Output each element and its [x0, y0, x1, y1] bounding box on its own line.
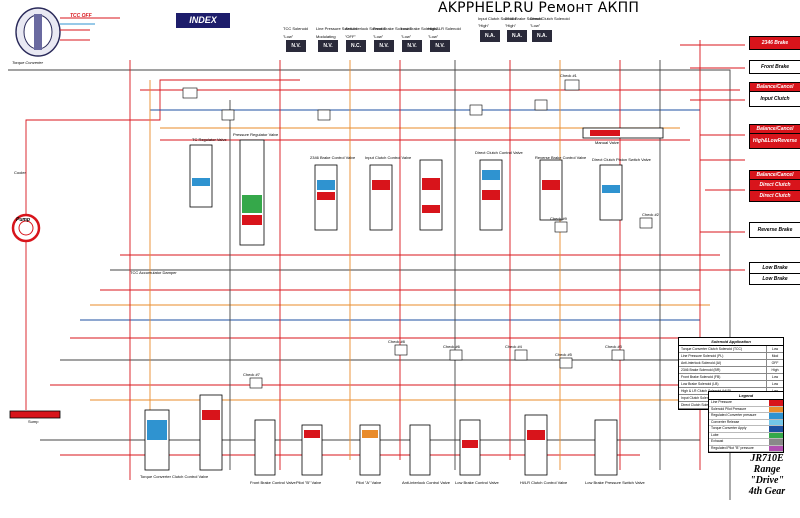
gear-range-label: Range	[753, 464, 781, 475]
solenoid-mode-4: "Low"	[401, 34, 412, 39]
sump-label: Sump	[28, 419, 39, 424]
table-row: Torque Converter Clutch Solenoid (TCC)Lo…	[679, 346, 783, 353]
check-3-label: Check #3	[605, 344, 622, 349]
solenoid-mode-8: "Low"	[530, 23, 541, 28]
manual-valve-label: Manual Valve	[595, 140, 619, 145]
solenoid-mode-7: "High"	[505, 23, 517, 28]
check-balls	[182, 79, 653, 389]
component-2346-brake: 2346 Brake	[749, 36, 800, 50]
table-row: Low Brake Solenoid (LB)Low	[679, 381, 783, 388]
front-brake-control-label: Front Brake Control Valve	[250, 480, 296, 485]
input-clutch-control-label: Input Clutch Control Valve	[365, 155, 412, 160]
table-row: Line Pressure Solenoid (PL)Mod	[679, 353, 783, 360]
legend-row: Line Pressure	[709, 400, 783, 407]
torque-converter-icon	[15, 7, 61, 57]
site-title: AKPPHELP.RU Ремонт АКПП	[438, 0, 640, 16]
legend-title: Legend	[709, 392, 783, 400]
tcc-control-label: Torque Converter Clutch Control Valve	[140, 474, 209, 479]
solenoid-name-8: Direct Clutch Solenoid	[530, 16, 570, 21]
hlr-control-label: Hi/LR Clutch Control Valve	[520, 480, 568, 485]
component-low-brake-small: Low Brake	[749, 273, 800, 285]
tcc-damper-label: TCC Accumulator Damper	[130, 270, 177, 275]
component-input-clutch: Input Clutch	[749, 91, 800, 107]
low-brake-pressure-label: Low Brake Pressure Switch Valve	[585, 480, 645, 485]
check-4-label: Check #4	[505, 344, 522, 349]
check-1-label: Check #1	[560, 73, 577, 78]
solenoid-4: N.V.	[402, 40, 422, 52]
legend-row: Exhaust	[709, 439, 783, 446]
solenoid-6: N.A.	[480, 30, 500, 42]
brake-2346-control-label: 2346 Brake Control Valve	[310, 155, 356, 160]
solenoid-3: N.V.	[374, 40, 394, 52]
check-9-label: Check #9	[550, 216, 567, 221]
legend-row: Regulated Pilot "B" pressure	[709, 445, 783, 452]
table-title: Solenoid Application	[679, 338, 783, 346]
solenoid-name-1: Line Pressure Solenoid	[316, 26, 358, 31]
cooler-label: Cooler	[14, 170, 26, 175]
index-button[interactable]: INDEX	[176, 13, 230, 28]
check-5-label: Check #5	[555, 352, 572, 357]
gear-range-value: "Drive"	[750, 475, 784, 486]
pressure-regulator-label: Pressure Regulator Valve	[233, 132, 279, 137]
solenoid-7: N.A.	[507, 30, 527, 42]
direct-clutch-piston-label: Direct Clutch Piston Switch Valve	[592, 157, 651, 162]
check-2-label: Check #2	[642, 212, 659, 217]
lower-valves	[144, 394, 618, 476]
check-7-label: Check #7	[243, 372, 260, 377]
pilot-b-label: Pilot "B" Valve	[296, 480, 322, 485]
check-8-label: Check #8	[388, 339, 405, 344]
solenoid-2: N.C.	[346, 40, 366, 52]
low-brake-control-label: Low Brake Control Valve	[455, 480, 499, 485]
solenoid-mode-6: "High"	[478, 23, 490, 28]
pump-label: Pump	[16, 217, 30, 223]
solenoid-mode-1: Modulating	[316, 34, 336, 39]
legend-row: Torque Converter Apply	[709, 426, 783, 433]
solenoid-name-5: High&LR Solenoid	[428, 26, 461, 31]
solenoid-0: N.V.	[286, 40, 306, 52]
legend-row: Converter Release	[709, 419, 783, 426]
solenoid-5: N.V.	[430, 40, 450, 52]
table-row: 2346 Brake Solenoid (BR)High	[679, 367, 783, 374]
solenoid-mode-5: "Low"	[428, 34, 439, 39]
tc-regulator-label: TC Regulator Valve	[192, 137, 227, 142]
gear-number: 4th Gear	[748, 486, 786, 497]
table-row: Anti-interlock Solenoid (AI)OFF	[679, 360, 783, 367]
solenoid-mode-3: "Low"	[373, 34, 384, 39]
solenoid-8: N.A.	[532, 30, 552, 42]
solenoid-name-7: 2346 Brake Solenoid	[505, 16, 543, 21]
solenoid-name-0: TCC Solenoid	[283, 26, 308, 31]
legend-row: Solenoid Pilot Pressure	[709, 406, 783, 413]
gear-caption: JR710E Range "Drive" 4th Gear	[737, 453, 797, 497]
component-reverse-brake: Reverse Brake	[749, 222, 800, 238]
solenoid-1: N.V.	[318, 40, 338, 52]
solenoid-name-6: Input Clutch Solenoid	[478, 16, 517, 21]
table-row: Front Brake Solenoid (FB)Low	[679, 374, 783, 381]
anti-interlock-label: Anti-interlock Control Valve	[402, 480, 450, 485]
upper-valves	[189, 127, 664, 246]
component-front-brake: Front Brake	[749, 60, 800, 74]
component-high-lr-clutch: High&LowReverse Clutch	[749, 133, 800, 158]
direct-clutch-control-label: Direct Clutch Control Valve	[475, 150, 523, 155]
tcc-off-label: TCC OFF	[70, 13, 92, 19]
solenoid-mode-0: "Low"	[283, 34, 294, 39]
check-6-label: Check #6	[443, 344, 460, 349]
reverse-brake-control-label: Reverse Brake Control Valve	[535, 155, 587, 160]
sump-icon	[9, 410, 61, 419]
solenoid-name-2: Anti-interlock Solenoid	[345, 26, 385, 31]
legend-row: Lube	[709, 432, 783, 439]
legend: Legend Line Pressure Solenoid Pilot Pres…	[708, 391, 784, 453]
solenoid-name-3: Front Brake Solenoid	[373, 26, 411, 31]
component-direct-clutch-small: Direct Clutch	[749, 190, 800, 202]
solenoid-mode-2: "OFF"	[345, 34, 356, 39]
gear-model: JR710E	[750, 453, 784, 464]
legend-row: Regulated Converter pressure	[709, 413, 783, 420]
solenoid-name-4: Low Brake Solenoid	[401, 26, 437, 31]
pilot-a-label: Pilot "A" Valve	[356, 480, 382, 485]
torque-converter-label: Torque Converter	[12, 60, 43, 65]
